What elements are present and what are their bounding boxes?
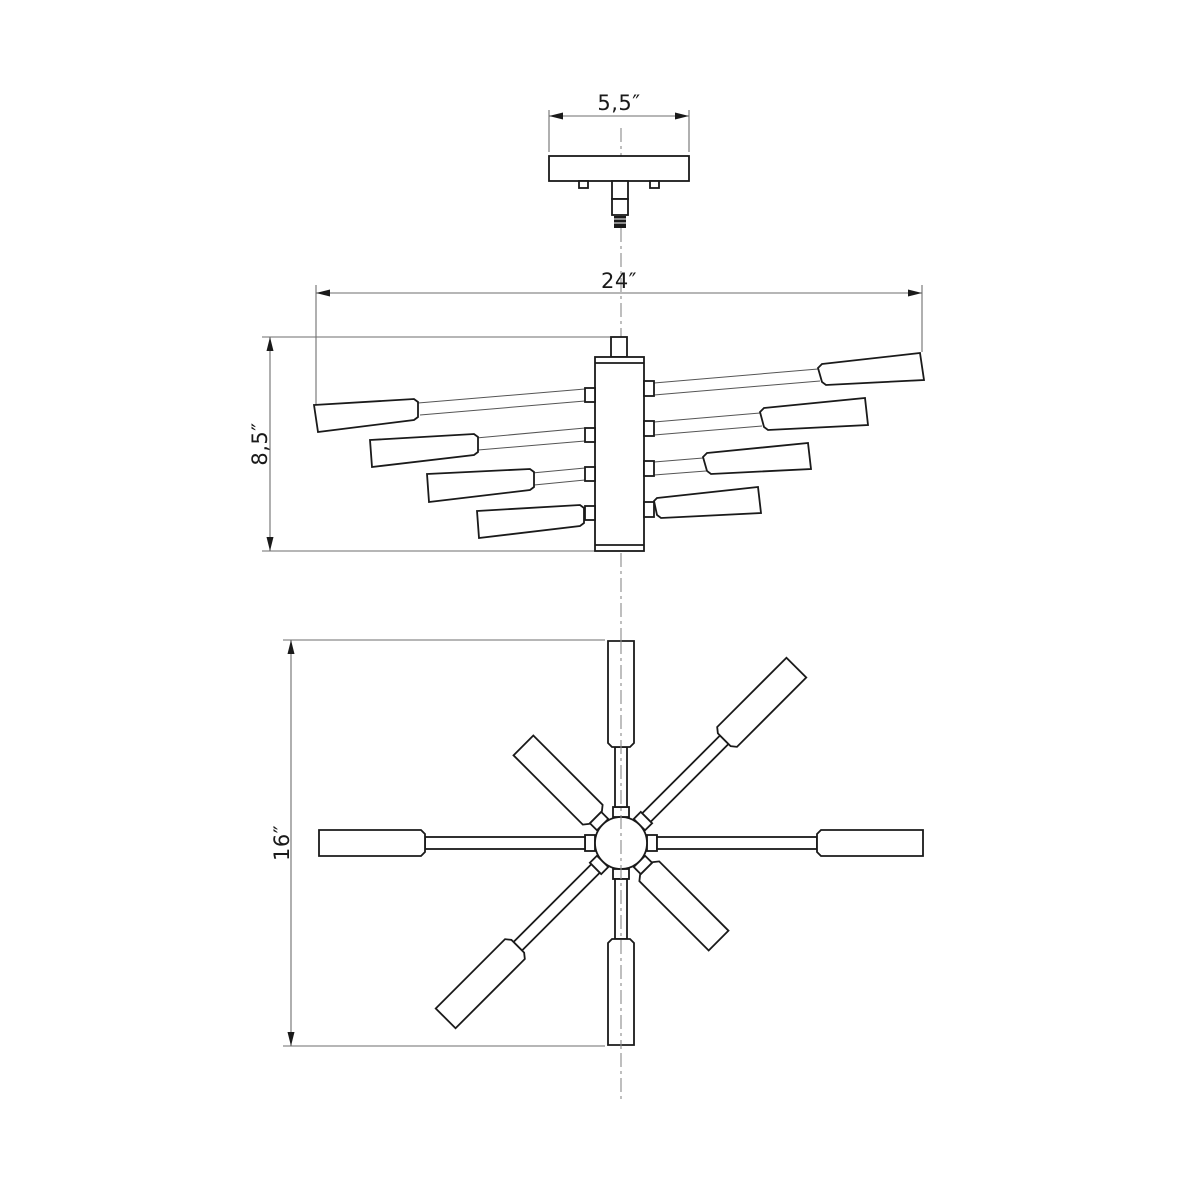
right-arms (643, 352, 926, 519)
plan-diameter-label: 16″ (270, 825, 294, 861)
plan-arm-upper-right (632, 656, 808, 832)
plan-arm-lower-left (434, 854, 610, 1030)
left-arms (312, 387, 596, 540)
plan-view: 16″ (270, 639, 924, 1047)
overall-height-label: 8,5″ (248, 422, 272, 465)
plan-arm-upper-left (512, 734, 610, 832)
side-elevation-view: 24″ 8,5″ (248, 269, 926, 552)
canopy-view: 5,5″ (548, 91, 690, 228)
fixture-body (594, 356, 645, 552)
plan-arm-right (646, 829, 924, 857)
overall-width-label: 24″ (601, 269, 637, 293)
plan-arm-lower-right (632, 854, 730, 952)
canopy-plate (548, 155, 690, 182)
plan-arm-left (318, 829, 596, 857)
canopy-stem (611, 180, 629, 200)
canopy-width-label: 5,5″ (597, 91, 640, 115)
